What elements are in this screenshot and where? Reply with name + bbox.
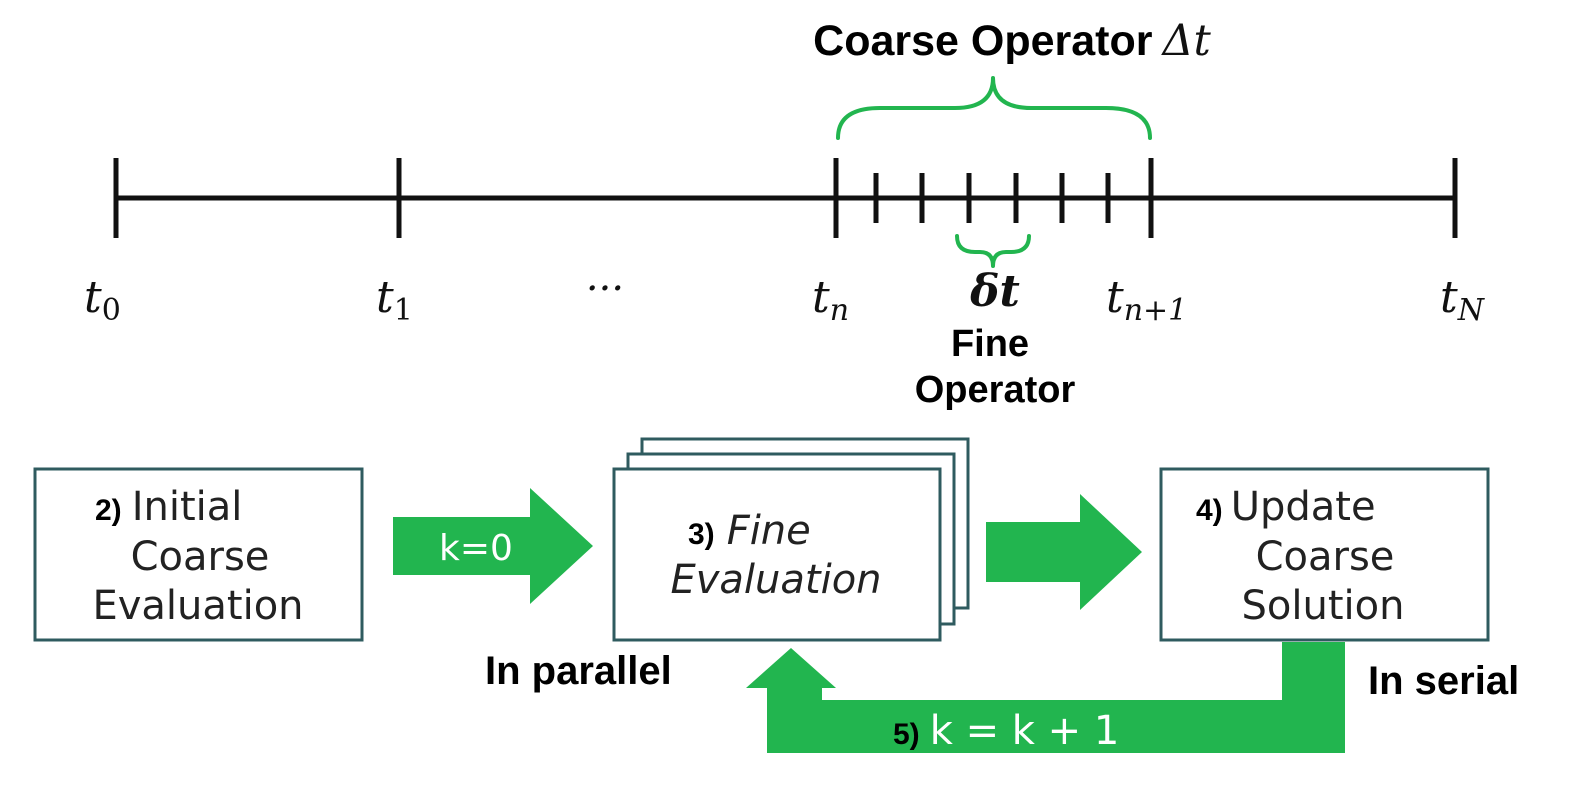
coarse-brace xyxy=(836,76,1152,140)
label-t1: t1 xyxy=(376,272,413,328)
fine-operator-label-line2: Operator xyxy=(915,369,1076,411)
arrow-to-update xyxy=(986,494,1142,610)
fine-box-line2: Evaluation xyxy=(670,557,881,603)
arrow-k0 xyxy=(393,488,593,604)
update-coarse-line1: 4)Update xyxy=(1196,484,1376,530)
in-serial-label: In serial xyxy=(1368,659,1519,703)
fine-box-front xyxy=(612,467,942,642)
fine-box-line1: 3)Fine xyxy=(688,508,811,554)
initial-coarse-line2: Coarse xyxy=(131,534,270,580)
initial-coarse-box xyxy=(33,467,364,642)
update-coarse-line2: Coarse xyxy=(1256,534,1395,580)
in-parallel-label: In parallel xyxy=(485,649,672,693)
label-tn1: tn+1 xyxy=(1106,272,1187,328)
update-coarse-line3: Solution xyxy=(1242,583,1405,629)
fine-delta-label: δt xyxy=(969,266,1020,317)
arrow-k0-label: k=0 xyxy=(439,528,513,569)
initial-coarse-line1: 2)Initial xyxy=(95,484,242,530)
label-t0: t0 xyxy=(84,272,121,328)
fine-operator-label-line1: Fine xyxy=(951,323,1029,365)
label-tn: tn xyxy=(812,272,849,328)
loop-label: 5)k = k + 1 xyxy=(893,708,1119,754)
loop-back-arrow xyxy=(746,642,1345,753)
update-coarse-box xyxy=(1159,467,1490,642)
label-tN: tN xyxy=(1440,272,1486,328)
fine-brace xyxy=(955,234,1031,268)
initial-coarse-line3: Evaluation xyxy=(92,583,303,629)
label-ellipsis: ··· xyxy=(586,266,624,312)
flowchart: 2)Initial Coarse Evaluation k=0 3)Fine E… xyxy=(33,437,1519,754)
